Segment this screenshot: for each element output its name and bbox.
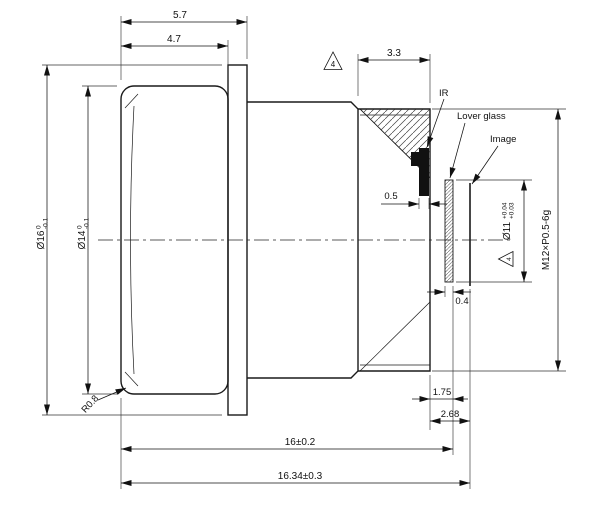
dim-length-total: 16.34±0.3 [121, 471, 470, 486]
dim-tol-bore-upper: +0.04 [502, 202, 509, 219]
note-flag-number: 4 [331, 60, 336, 69]
dim-glass-offset: 1.75 [412, 375, 468, 430]
dim-length-mech: 16±0.2 [120, 398, 453, 489]
label-ir: IR [439, 88, 449, 99]
ir-filter-plate [419, 148, 429, 196]
corner-tick-bottom [124, 371, 139, 387]
dim-text-body-od: Ø14 [77, 230, 88, 249]
dim-front-body: 4.7 [121, 34, 229, 80]
leader-image: Image [471, 134, 516, 185]
dim-text-flange-od: Ø16 [36, 230, 47, 249]
corner-tick-top [124, 93, 139, 109]
dim-corner-radius: R0.8 [79, 387, 127, 415]
cover-glass [444, 179, 454, 283]
dim-text-corner-radius: R0.8 [79, 393, 101, 415]
label-cover-glass: Lover glass [457, 111, 506, 122]
ir-filter-retainer [411, 152, 419, 166]
dim-text-length-total: 16.34±0.3 [278, 471, 323, 482]
dim-text-image-offset: 2.68 [441, 409, 460, 420]
triangle-flag-icon [497, 250, 514, 268]
note-flag-number: 4 [506, 257, 513, 261]
dim-text-bore-od: Ø11 [502, 221, 513, 240]
dim-bore-od: Ø11 +0.04 +0.03 4 [456, 179, 532, 283]
dim-tol-body-upper: 0 [77, 225, 84, 229]
dim-thread-length: 3.3 [357, 48, 431, 103]
dim-text-glass-thickness: 0.4 [455, 296, 468, 307]
dim-text-glass-offset: 1.75 [433, 387, 452, 398]
dim-tol-flange-upper: 0 [36, 225, 43, 229]
leader-ir: IR [426, 88, 449, 148]
dim-text-front-total: 5.7 [173, 10, 187, 21]
dim-image-offset: 2.68 [430, 289, 471, 489]
dim-flange-od: Ø16 0 -0.1 [36, 64, 222, 416]
ir-filter [411, 148, 429, 196]
dim-tol-flange-lower: -0.1 [43, 217, 50, 229]
dim-text-front-body: 4.7 [167, 34, 181, 45]
note-flag-top: 4 [323, 51, 343, 70]
leader-cover-glass: Lover glass [449, 111, 506, 179]
dim-tol-bore-lower: +0.03 [509, 202, 516, 219]
dim-ir-thickness: 0.5 [381, 191, 447, 209]
dim-thread-spec: M12×P0.5-6g [432, 108, 566, 372]
dim-text-ir-thickness: 0.5 [384, 191, 397, 202]
triangle-flag-icon [323, 51, 343, 70]
dim-glass-thickness: 0.4 [427, 286, 471, 455]
dim-text-length-mech: 16±0.2 [285, 437, 316, 448]
dim-text-thread-length: 3.3 [387, 48, 401, 59]
dim-text-thread-spec: M12×P0.5-6g [541, 210, 552, 270]
dim-tol-body-lower: -0.1 [84, 217, 91, 229]
label-image: Image [490, 134, 516, 145]
bore-cone-line [359, 301, 431, 372]
